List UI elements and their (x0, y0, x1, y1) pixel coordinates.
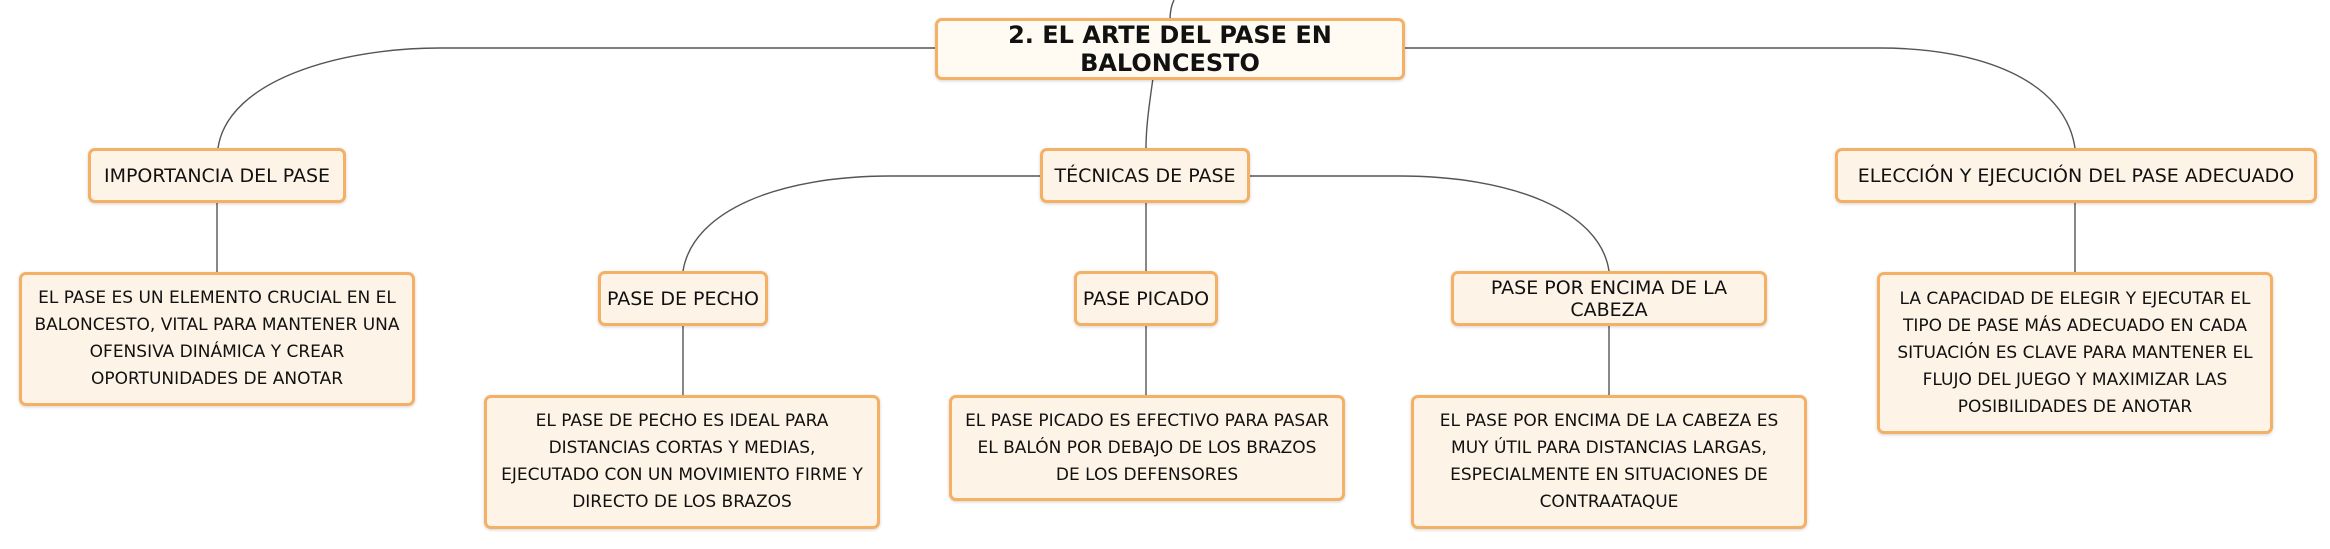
detail-eleccion[interactable]: LA CAPACIDAD DE ELEGIR Y EJECUTAR EL TIP… (1877, 272, 2273, 434)
topic-tecnicas-label: TÉCNICAS DE PASE (1054, 164, 1236, 187)
root-node[interactable]: 2. EL ARTE DEL PASE EN BALONCESTO (935, 18, 1405, 80)
connector-root-parent (1169, 0, 1175, 21)
topic-importancia-del-pase[interactable]: IMPORTANCIA DEL PASE (88, 148, 346, 203)
root-node-label: 2. EL ARTE DEL PASE EN BALONCESTO (1008, 21, 1332, 77)
connector-root-eleccion (1403, 47, 2076, 149)
topic-importancia-label: IMPORTANCIA DEL PASE (103, 164, 331, 187)
topic-tecnicas-de-pase[interactable]: TÉCNICAS DE PASE (1040, 148, 1250, 203)
detail-pase-de-pecho[interactable]: EL PASE DE PECHO ES IDEAL PARA DISTANCIA… (484, 395, 880, 529)
detail-eleccion-text: LA CAPACIDAD DE ELEGIR Y EJECUTAR EL TIP… (1897, 288, 2253, 417)
detail-picado-text: EL PASE PICADO ES EFECTIVO PARA PASAR EL… (965, 410, 1329, 485)
topic-eleccion-y-ejecucion[interactable]: ELECCIÓN Y EJECUCIÓN DEL PASE ADECUADO (1835, 148, 2317, 203)
subtopic-pecho-label: PASE DE PECHO (607, 287, 759, 310)
connector-tecnicas-cabeza (1250, 175, 1610, 272)
subtopic-cabeza-label: PASE POR ENCIMA DE LA CABEZA (1490, 276, 1728, 321)
subtopic-pase-picado[interactable]: PASE PICADO (1074, 271, 1218, 326)
detail-importancia[interactable]: EL PASE ES UN ELEMENTO CRUCIAL EN EL BAL… (19, 272, 415, 406)
connector-root-tecnicas (1145, 77, 1154, 149)
topic-eleccion-label: ELECCIÓN Y EJECUCIÓN DEL PASE ADECUADO (1857, 164, 2295, 187)
detail-cabeza-text: EL PASE POR ENCIMA DE LA CABEZA ES MUY Ú… (1439, 411, 1779, 512)
subtopic-pase-de-pecho[interactable]: PASE DE PECHO (598, 271, 768, 326)
detail-pase-por-encima[interactable]: EL PASE POR ENCIMA DE LA CABEZA ES MUY Ú… (1411, 395, 1807, 529)
detail-importancia-text: EL PASE ES UN ELEMENTO CRUCIAL EN EL BAL… (34, 288, 400, 389)
subtopic-picado-label: PASE PICADO (1082, 287, 1210, 310)
subtopic-pase-por-encima-de-la-cabeza[interactable]: PASE POR ENCIMA DE LA CABEZA (1451, 271, 1767, 326)
connector-root-importancia (217, 47, 935, 149)
detail-pecho-text: EL PASE DE PECHO ES IDEAL PARA DISTANCIA… (501, 411, 863, 512)
detail-pase-picado[interactable]: EL PASE PICADO ES EFECTIVO PARA PASAR EL… (949, 395, 1345, 501)
connector-tecnicas-pecho (682, 175, 1040, 272)
